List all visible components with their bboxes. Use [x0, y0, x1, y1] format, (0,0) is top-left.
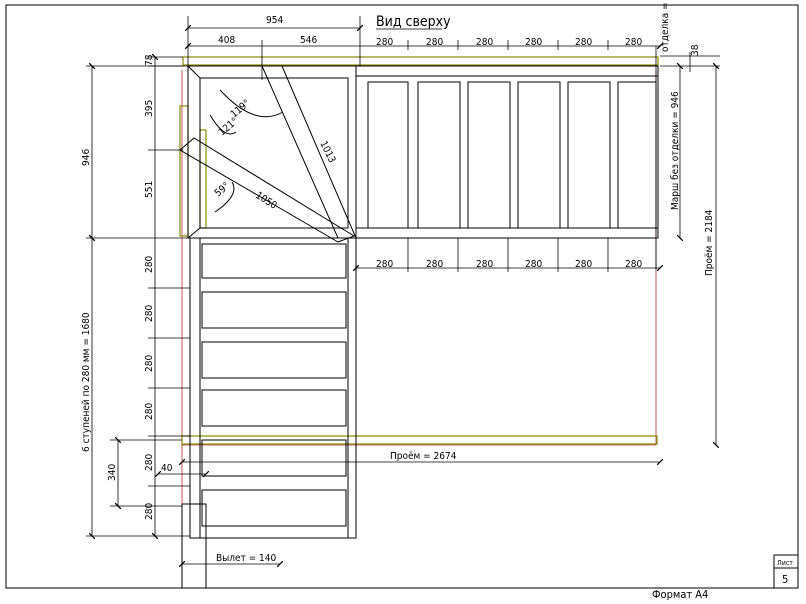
sheet-number: 5 [782, 573, 788, 586]
dimension-lines [86, 16, 720, 570]
tread-mid-4: 280 [525, 259, 542, 270]
tread-left-2: 280 [144, 305, 155, 322]
lower-flight [181, 237, 357, 589]
finish-strips [179, 56, 659, 445]
dim-opening-right: Проём = 2184 [704, 209, 715, 276]
dim-395: 395 [144, 100, 155, 117]
dim-546: 546 [300, 35, 317, 46]
angle-59: 59° [213, 181, 232, 200]
tread-left-1: 280 [144, 256, 155, 273]
angle-arcs [209, 89, 284, 213]
tread-mid-5: 280 [575, 259, 592, 270]
dim-40: 40 [161, 463, 173, 474]
wall-lines [181, 70, 657, 565]
tread-left-4: 280 [144, 403, 155, 420]
tread-top-2: 280 [426, 37, 443, 48]
drawing-title: Вид сверху [376, 14, 451, 30]
dim-finish: отделка = 40 [660, 0, 671, 52]
dim-946: 946 [81, 149, 92, 166]
dim-38: 38 [690, 44, 701, 56]
dim-opening-bottom: Проём = 2674 [390, 451, 457, 462]
tread-top-5: 280 [575, 37, 592, 48]
tread-mid-2: 280 [426, 259, 443, 270]
dim-steps-total: 6 ступеней по 280 мм = 1680 [81, 312, 92, 452]
format-label: Формат А4 [652, 588, 708, 600]
tread-mid-3: 280 [476, 259, 493, 270]
dim-78: 78 [144, 54, 155, 66]
tread-mid-6: 280 [625, 259, 642, 270]
tread-left-6: 280 [144, 503, 155, 520]
diag-1013: 1013 [317, 139, 337, 164]
tread-top-4: 280 [525, 37, 542, 48]
dim-march: Марш без отделки = 946 [669, 91, 681, 210]
diag-1050: 1050 [253, 190, 278, 212]
dim-340: 340 [107, 464, 118, 481]
upper-flight [355, 65, 659, 239]
tread-top-1: 280 [376, 37, 393, 48]
tread-mid-1: 280 [376, 259, 393, 270]
tread-top-6: 280 [625, 37, 642, 48]
dim-overhang: Вылет = 140 [216, 553, 277, 564]
dim-954: 954 [266, 15, 283, 26]
tread-left-3: 280 [144, 355, 155, 372]
sheet-frame [5, 4, 799, 589]
tread-top-3: 280 [476, 37, 493, 48]
tread-left-5: 280 [144, 454, 155, 471]
sheet-label: Лист [777, 559, 793, 567]
dim-551: 551 [144, 181, 155, 198]
sheet-stamp [773, 554, 799, 589]
dim-408: 408 [218, 35, 235, 46]
